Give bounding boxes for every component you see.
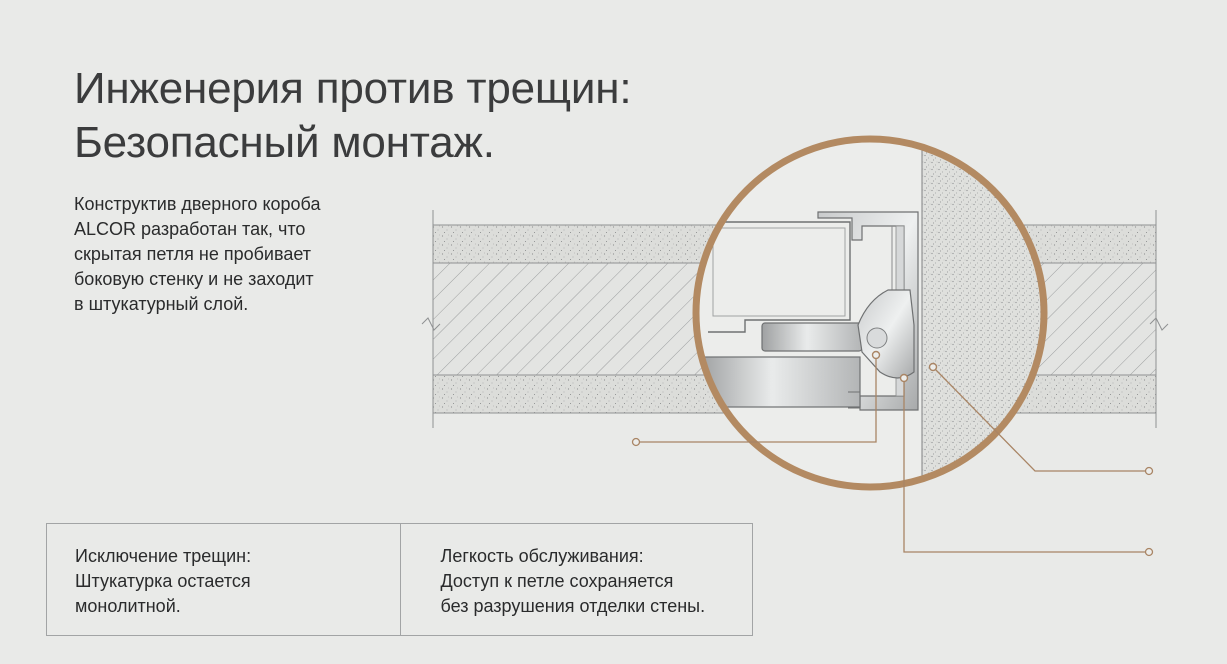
feature-text: Штукатурка остается	[75, 571, 251, 591]
callout-lines	[631, 358, 1154, 557]
feature-easy-service: Легкость обслуживания: Доступ к петле со…	[399, 524, 753, 635]
description-line: в штукатурный слой.	[74, 294, 249, 314]
feature-text: без разрушения отделки стены.	[440, 596, 706, 616]
break-lines	[421, 210, 1169, 428]
feature-heading: Исключение трещин:	[75, 546, 252, 566]
detail-magnified	[696, 139, 1044, 487]
features-box: Исключение трещин: Штукатурка остается м…	[46, 523, 753, 636]
description-line: скрытая петля не пробивает	[74, 244, 311, 264]
description-line: боковую стенку и не заходит	[74, 269, 314, 289]
feature-crack-prevention: Исключение трещин: Штукатурка остается м…	[47, 524, 400, 635]
magnifier-ring	[692, 135, 1048, 491]
feature-heading: Легкость обслуживания:	[440, 546, 644, 566]
description-text: Конструктив дверного короба ALCOR разраб…	[74, 192, 404, 317]
wall-left	[432, 224, 734, 414]
description-line: ALCOR разработан так, что	[74, 219, 306, 239]
title-line-1: Инженерия против трещин:	[74, 64, 632, 113]
feature-text: монолитной.	[75, 596, 181, 616]
page-title: Инженерия против трещин: Безопасный монт…	[74, 62, 632, 170]
title-line-2: Безопасный монтаж.	[74, 118, 495, 167]
feature-text: Доступ к петле сохраняется	[440, 571, 674, 591]
description-line: Конструктив дверного короба	[74, 194, 321, 214]
